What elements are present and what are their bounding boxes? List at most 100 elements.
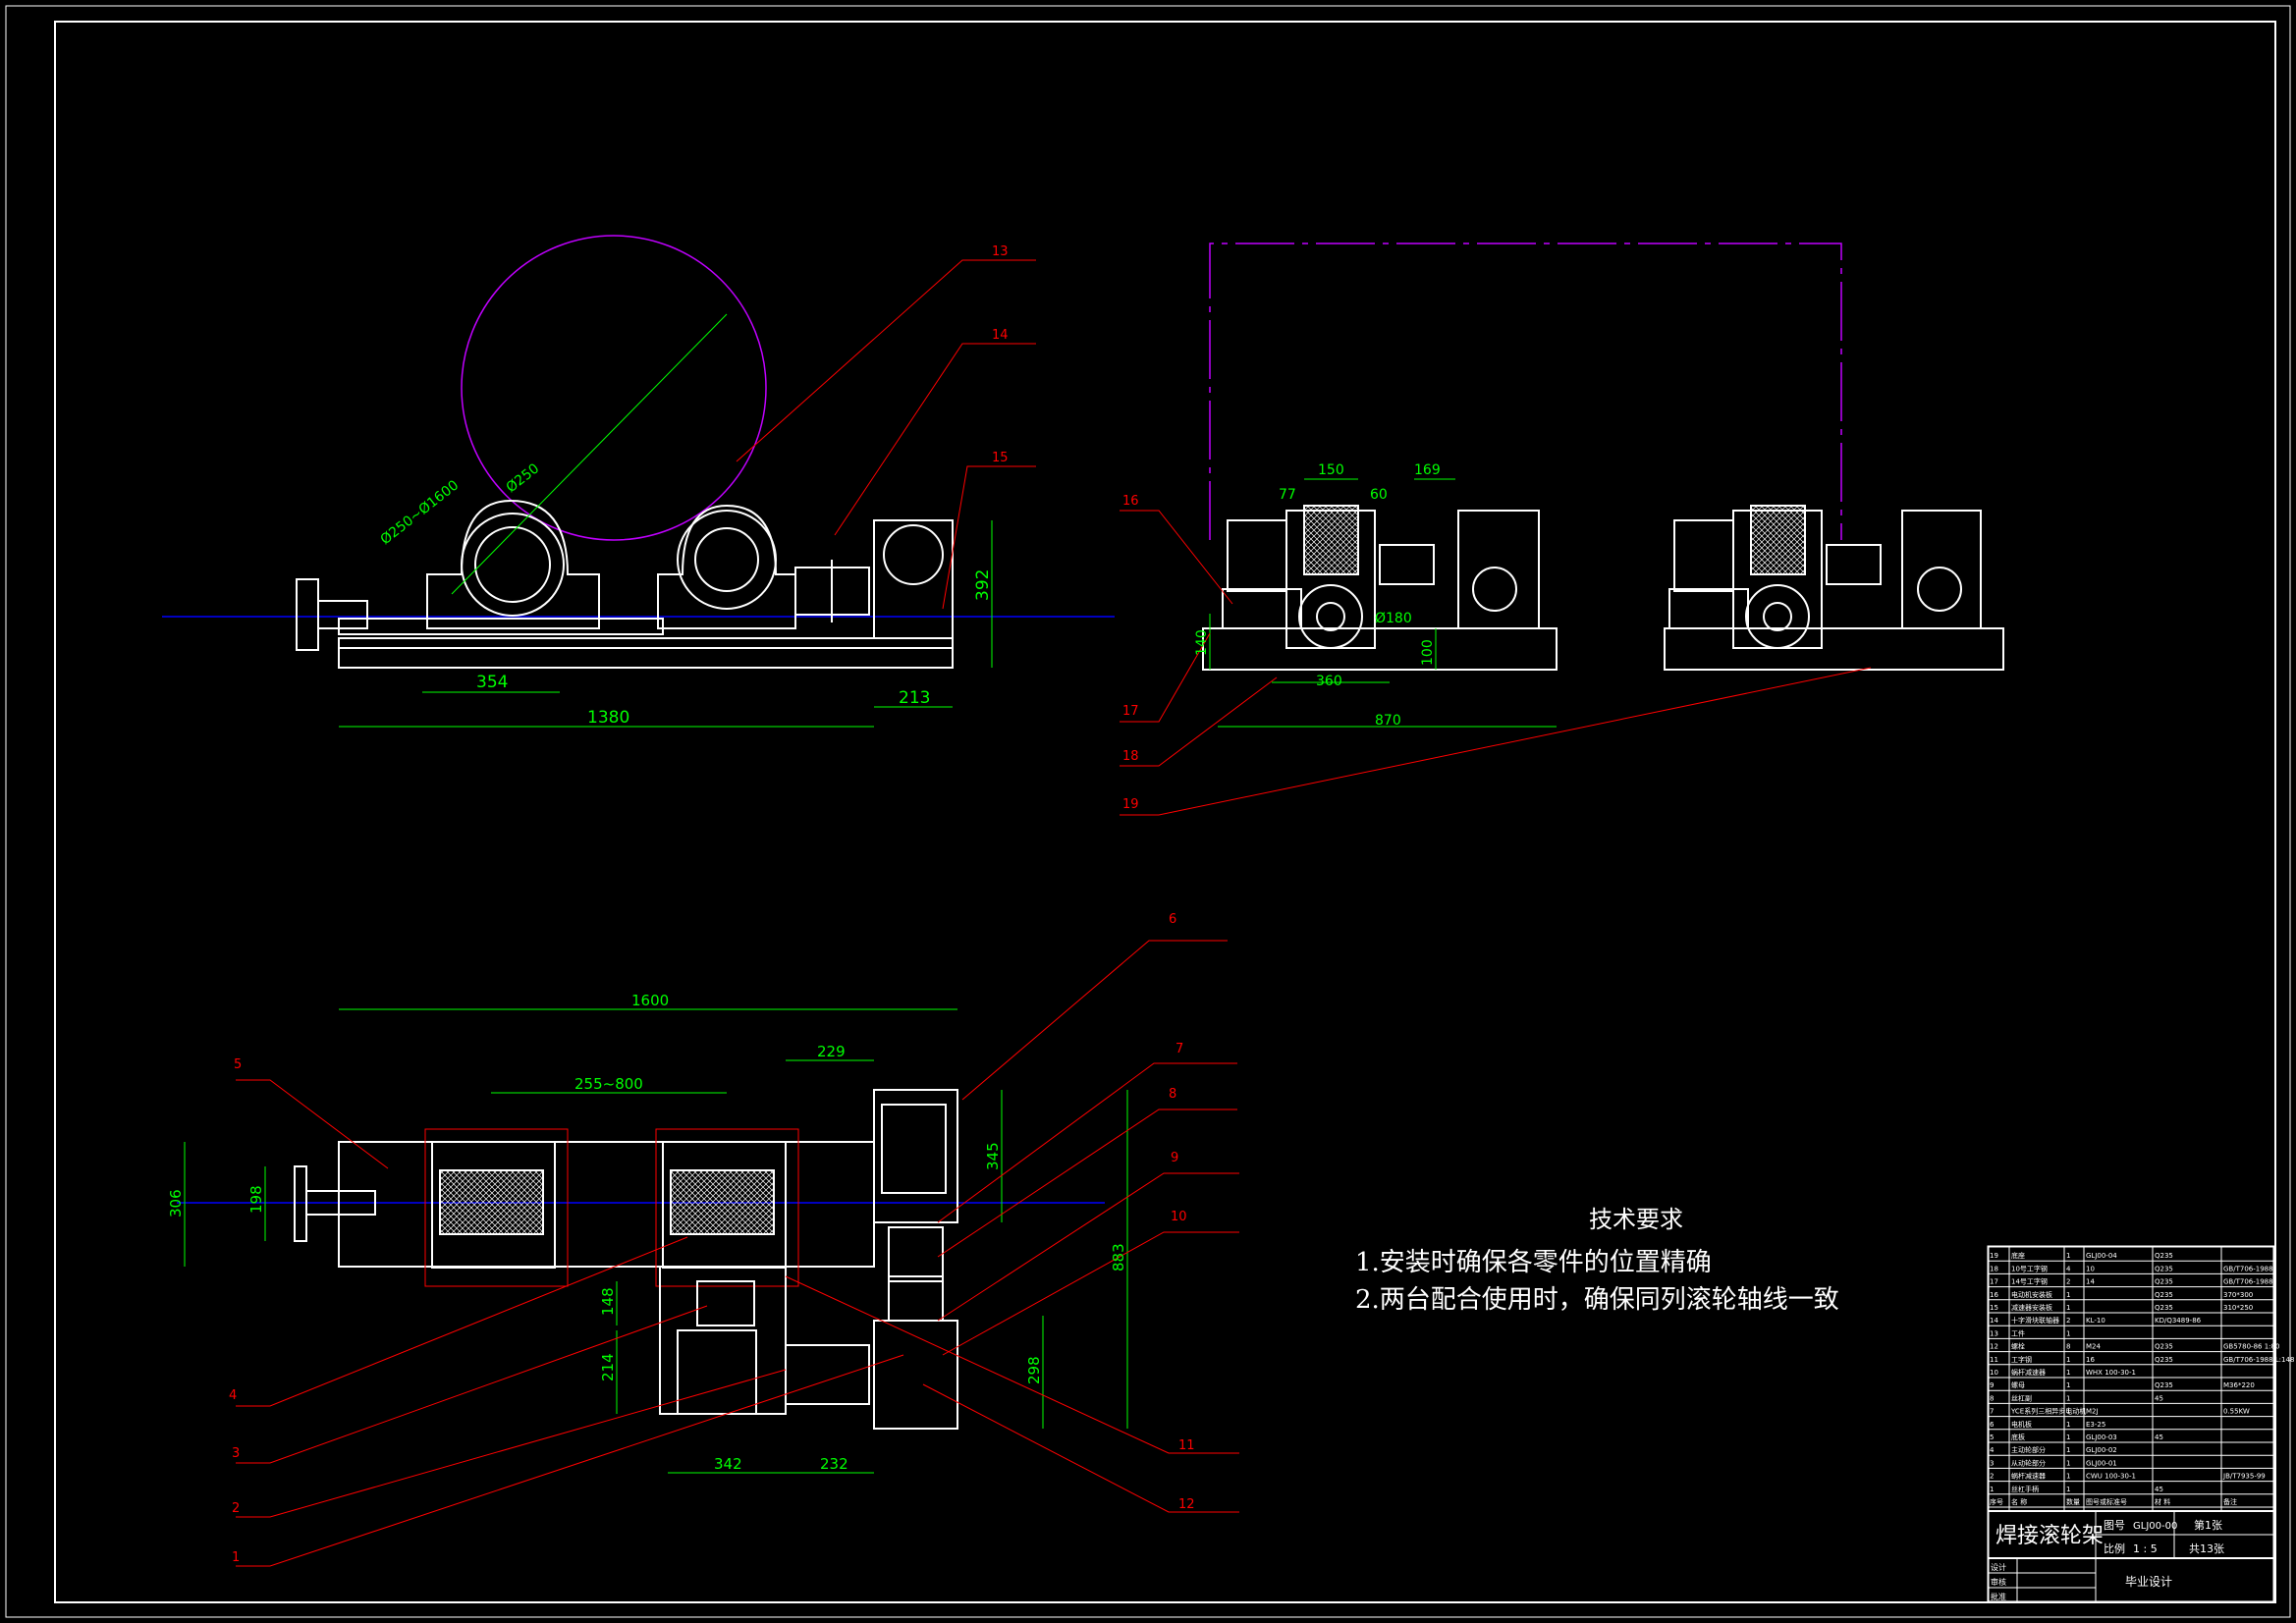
plan-dims (184, 1008, 1128, 1474)
bom-cell: GB/T706-1988 (2223, 1278, 2273, 1286)
side-roller-2-inner (1763, 602, 1792, 631)
bom-header-cell: 材 料 (2155, 1497, 2170, 1506)
leader-2 (236, 1369, 787, 1518)
balloon-2: 2 (232, 1501, 240, 1516)
drawing-no: GLJ00-00 (2133, 1521, 2177, 1532)
balloon-16: 16 (1122, 494, 1139, 509)
bom-cell: GLJ00-02 (2086, 1446, 2117, 1454)
bom-cell: Q235 (2155, 1304, 2173, 1312)
balloon-6: 6 (1169, 912, 1176, 927)
bom-cell: GB/T706-1988 (2223, 1265, 2273, 1272)
bom-cell: 16 (2086, 1356, 2095, 1364)
bom-cell: 蜗杆减速器 (2011, 1368, 2046, 1377)
bom-cell: 减速器安装板 (2011, 1303, 2052, 1312)
front-leaders (736, 259, 1036, 610)
side-motor-1 (1227, 519, 1287, 592)
bom-cell: YCE系列三相异步电动机 (2010, 1407, 2086, 1416)
dim-148: 148 (599, 1287, 617, 1316)
bom-cell: 13 (1990, 1329, 1998, 1337)
side-reducer-2-circle (1917, 567, 1962, 612)
balloon-15: 15 (992, 451, 1009, 465)
bom-cell: 主动轮部分 (2011, 1445, 2046, 1454)
bom-cell: 15 (1990, 1304, 1998, 1312)
scale: 1 : 5 (2133, 1542, 2158, 1555)
bom-cell: 4 (1990, 1446, 1995, 1454)
bom-cell: 1 (2066, 1369, 2070, 1377)
bom-cell: 310*250 (2223, 1304, 2253, 1312)
side-mesh-2 (1750, 505, 1806, 575)
leader-7 (937, 1062, 1237, 1223)
dim-1380: 1380 (587, 708, 629, 728)
bom-cell: KL-10 (2086, 1317, 2105, 1325)
balloon-1: 1 (232, 1550, 240, 1565)
bom-cell: 工字钢 (2011, 1355, 2032, 1364)
plan-base (338, 1141, 875, 1268)
bom-cell: 1 (2066, 1446, 2070, 1454)
bom-cell: 1 (2066, 1459, 2070, 1467)
leader-14 (834, 343, 1036, 536)
leader-19 (1120, 667, 1872, 816)
bom-cell: 1 (2066, 1356, 2070, 1364)
tech-requirement-1: 1.安装时确保各零件的位置精确 (1355, 1248, 1712, 1277)
plan-drive-frame (655, 1128, 799, 1287)
bom-cell: 丝杠手柄 (2011, 1485, 2039, 1493)
leader-17 (1120, 632, 1211, 723)
bom-cell: Q235 (2155, 1252, 2173, 1260)
drawing-title: 焊接滚轮架 (1995, 1524, 2104, 1548)
plan-coupling-low (696, 1280, 755, 1326)
plan-coupling-mid (888, 1275, 944, 1322)
dim-169: 169 (1414, 462, 1441, 478)
side-base-2 (1664, 627, 2004, 671)
bom-cell: 1 (2066, 1291, 2070, 1299)
leader-4 (236, 1236, 688, 1407)
tech-requirements-title: 技术要求 (1589, 1206, 1683, 1233)
bom-cell: KD/Q3489-86 (2155, 1317, 2202, 1325)
drive-roller-outer (677, 510, 777, 610)
bom-cell: 14 (1990, 1317, 1998, 1325)
bom-cell: Q235 (2155, 1291, 2173, 1299)
bom-cell: Q235 (2155, 1343, 2173, 1351)
bom-cell: CWU 100-30-1 (2086, 1473, 2136, 1481)
bom-cell: 电动机安装板 (2011, 1290, 2052, 1299)
design-type: 毕业设计 (2125, 1575, 2172, 1589)
side-labels: 77 150 60 169 140 Ø180 100 360 870 (1194, 462, 1441, 729)
dim-100: 100 (1420, 639, 1436, 666)
dim-354: 354 (476, 673, 508, 692)
sheet-no: 第1张 (2194, 1518, 2222, 1532)
bom-header-cell: 图号或标准号 (2086, 1497, 2127, 1506)
dim-140: 140 (1194, 629, 1210, 656)
bom-cell: 10号工字钢 (2011, 1264, 2048, 1272)
bom-cell: M36*220 (2223, 1381, 2255, 1389)
dim-342: 342 (714, 1455, 742, 1473)
plan-view (177, 940, 1239, 1567)
balloon-8: 8 (1169, 1087, 1176, 1102)
bom-cell: 1 (2066, 1473, 2070, 1481)
bom-cell: 1 (2066, 1252, 2070, 1260)
plan-motor-top (873, 1089, 958, 1223)
bom-cell: 电机板 (2011, 1420, 2032, 1429)
bom-cell: 12 (1990, 1343, 1998, 1351)
bom-cell: GB/T706-1988 L:148 (2223, 1356, 2294, 1364)
bom-cell: 1 (2066, 1381, 2070, 1389)
bom-cell: 2 (1990, 1473, 1994, 1481)
bom-cell: 14 (2086, 1278, 2095, 1286)
bom-cell: 工件 (2011, 1328, 2025, 1337)
side-coupling-2 (1826, 544, 1882, 585)
title-block-border (1987, 1245, 2275, 1603)
idle-roller-frame (426, 499, 600, 629)
sheets-total: 共13张 (2189, 1542, 2224, 1555)
bom-cell: 10 (1990, 1369, 1998, 1377)
dim-870: 870 (1375, 713, 1401, 729)
balloon-13: 13 (992, 244, 1009, 259)
bom-cell: 11 (1990, 1356, 1998, 1364)
side-base-1 (1202, 627, 1558, 671)
balloon-5: 5 (234, 1057, 242, 1072)
bom-cell: 17 (1990, 1278, 1998, 1286)
side-motor-base-1 (1222, 588, 1302, 629)
plan-idle-roller (431, 1141, 556, 1269)
dim-232: 232 (820, 1455, 848, 1473)
bom-cell: GLJ00-03 (2086, 1434, 2117, 1441)
bom-cell: JB/T7935-99 (2222, 1473, 2266, 1481)
